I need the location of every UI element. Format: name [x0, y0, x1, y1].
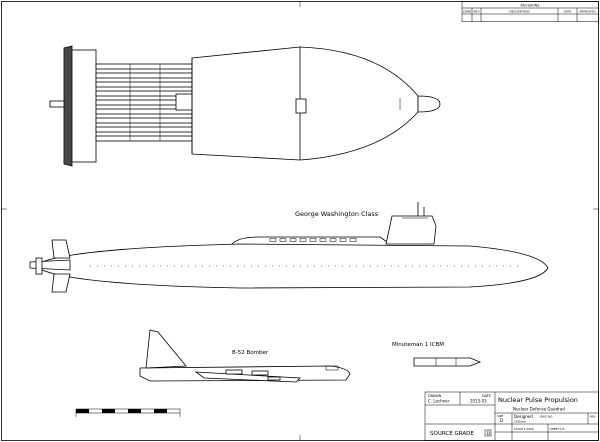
icbm-drawing: Minuteman 1 ICBM: [392, 342, 482, 367]
icbm-body: [413, 357, 482, 367]
orion-spacecraft-drawing: [49, 45, 441, 167]
field-designed-value: 10Dmm: [514, 420, 526, 424]
b52-bomber-drawing: B-52 Bomber: [139, 329, 351, 383]
submarine-drawing: George Washington Class: [29, 202, 549, 293]
propeller: [35, 257, 43, 275]
drawing-title: Nuclear Pulse Propulsion: [498, 396, 578, 404]
revision-col-description: DESCRIPTION: [509, 10, 529, 14]
bomber-fuselage: [139, 365, 351, 382]
submarine-sail: [385, 215, 437, 245]
submarine-label: George Washington Class: [295, 210, 379, 218]
missile-deck: [231, 236, 391, 245]
submarine-hull: [41, 243, 549, 289]
revision-col-date: DATE: [564, 10, 572, 14]
hull-hatch: [295, 98, 307, 114]
source-grade-value: D: [487, 431, 491, 437]
field-dwg-no: DWG NO.: [540, 415, 553, 419]
field-rev: REV: [590, 415, 596, 419]
bomber-engine-pods: [225, 369, 281, 381]
stern-rudder-upper: [51, 239, 71, 259]
revision-block-title: REVISIONS: [521, 4, 541, 8]
bomber-label: B-52 Bomber: [232, 350, 269, 356]
missile-hatches: [269, 238, 357, 242]
field-sheet: SHEET 1/1: [550, 427, 565, 431]
bomber-tail-fin: [145, 329, 187, 369]
revision-col-rev: REV: [473, 10, 480, 14]
drawing-subtitle: Nuclear Defense Quadrad: [513, 407, 565, 412]
drawing-date: 2013-03: [470, 399, 487, 404]
stern-rudder-lower: [51, 273, 71, 293]
size-label: SIZE: [497, 414, 504, 418]
pusher-plate: [63, 45, 97, 167]
source-grade-box: [484, 429, 492, 437]
size-value: D: [500, 418, 503, 423]
nose-cone: [417, 95, 441, 113]
drawn-label: DRAWN: [428, 394, 442, 398]
icbm-label: Minuteman 1 ICBM: [392, 342, 444, 348]
field-scale: SCALE 1:1000: [514, 427, 534, 431]
revision-col-approved: APPROVED: [579, 10, 596, 14]
title-block: DRAWN C. Lechner DATE 2013-03 Nuclear Pu…: [424, 391, 599, 441]
source-grade-label: SOURCE GRADE: [430, 431, 474, 437]
pusher-stub: [49, 100, 65, 108]
graphic-scale-bar: [75, 408, 181, 417]
shock-absorber-tubes: [95, 63, 193, 142]
field-designed: Designed: [514, 414, 533, 419]
bomber-cockpit: [325, 365, 339, 371]
revision-col-zone: ZONE: [463, 10, 472, 14]
drawn-by: C. Lechner: [428, 399, 450, 404]
revision-block: REVISIONS ZONE REV DESCRIPTION DATE APPR…: [461, 1, 599, 22]
date-label: DATE: [482, 394, 491, 398]
